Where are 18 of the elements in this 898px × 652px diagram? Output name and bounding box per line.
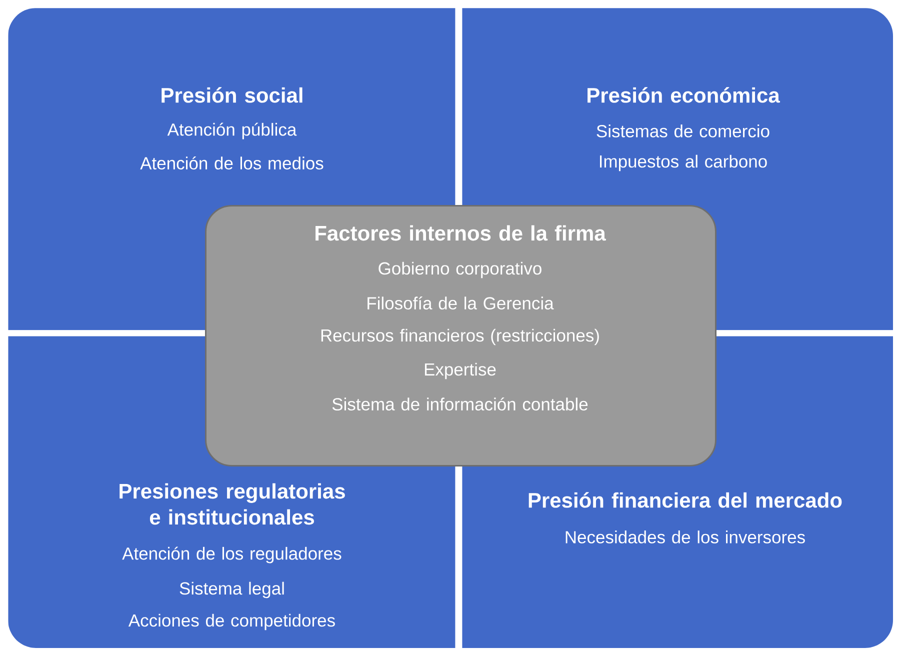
item-text: Atención pública [167,122,297,140]
item-text: Recursos financieros (restricciones) [321,328,599,346]
heading: Presiones regulatorias e institucionales [120,483,345,525]
item-text: Impuestos al carbono [600,154,767,172]
item-text: Sistema de información contable [332,397,588,411]
item-text: Atención de los medios [140,156,324,170]
heading: Presión financiera del mercado [528,492,842,508]
item-text: Filosofía de la Gerencia [368,296,554,310]
item-text: Sistema legal [180,582,284,598]
item-text: Expertise [424,362,496,380]
heading: Presión económica [588,87,780,103]
item-text: Gobierno corporativo [378,262,542,278]
item-text: Acciones de competidores [128,614,335,630]
item-text: Sistemas de comercio [596,124,770,138]
item-text: Atención de los reguladores [122,546,342,564]
heading: Presión social [162,87,302,103]
heading: Factores internos de la firma [316,225,606,241]
item-text: Necesidades de los inversores [566,530,805,544]
